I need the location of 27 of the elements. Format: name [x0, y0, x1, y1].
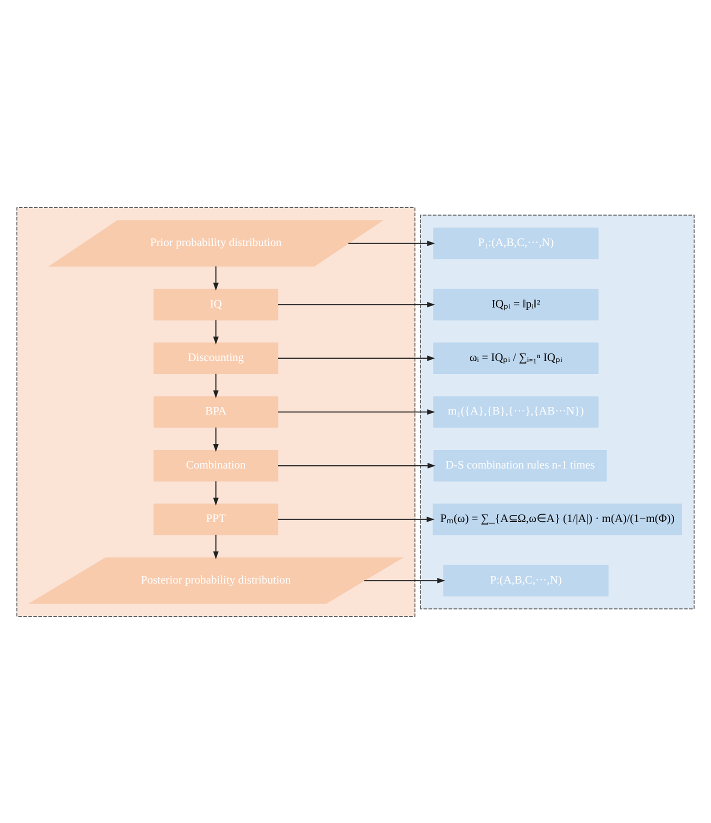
node-box: Discounting [154, 342, 278, 374]
node-box: BPA [154, 396, 278, 428]
arrow [213, 266, 219, 290]
node-box: IQₚᵢ = ‖pᵢ‖² [433, 288, 599, 320]
node-box: PPT [154, 503, 278, 535]
arrow [278, 301, 436, 307]
arrow [278, 462, 436, 468]
arrow [213, 427, 219, 452]
node-box: ωᵢ = IQₚᵢ / ∑ᵢ₌₁ⁿ IQₚᵢ [433, 342, 599, 374]
arrow [213, 320, 219, 344]
arrow [213, 480, 219, 506]
arrow [213, 373, 219, 398]
node-box: P:(A,B,C,···,N) [443, 564, 609, 596]
arrow [278, 355, 436, 361]
arrow [348, 240, 436, 246]
arrow [213, 534, 219, 559]
node-box: Pₘ(ω) = ∑_{A⊆Ω,ω∈A} (1/|A|) · m(A)/(1−m(Φ)) [432, 503, 682, 535]
node-box: Combination [154, 449, 278, 481]
node-box: m₁({A},{B},{···},{AB···N}) [433, 396, 599, 428]
cluster [420, 214, 694, 609]
node-box: D-S combination rules n-1 times [434, 449, 607, 481]
node-box: P₁:(A,B,C,···,N) [433, 227, 599, 259]
arrow [364, 577, 446, 583]
arrow [278, 408, 436, 414]
arrow [278, 516, 435, 522]
node-box: IQ [154, 288, 278, 320]
cluster [16, 206, 416, 616]
